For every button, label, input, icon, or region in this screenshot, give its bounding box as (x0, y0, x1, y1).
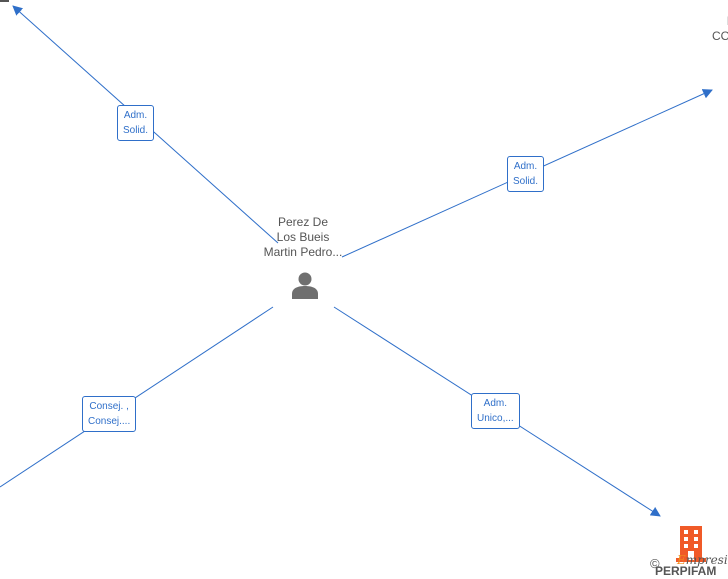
edge-label-line: Solid. (123, 125, 149, 136)
person-icon[interactable] (289, 269, 321, 301)
edge-label-line: Adm. (483, 398, 508, 409)
edge-line-bottom-left[interactable] (0, 306, 274, 488)
edge-label-line: Consej. , (89, 401, 129, 412)
center-node-name-line: Perez De (277, 215, 329, 229)
edge-label-line: Adm. (123, 110, 148, 121)
edge-label-line: Adm. (513, 161, 538, 172)
center-node-name-line: Los Bueis (276, 230, 330, 244)
brand-logo-initial: E (677, 553, 686, 567)
brand-logo-rest: mpresia (685, 553, 728, 567)
building-icon[interactable] (674, 524, 708, 564)
top-right-node-text[interactable]: CO (712, 29, 728, 43)
edge-label-line: Unico,... (477, 413, 514, 424)
center-node-name[interactable]: Perez De Los Bueis Martin Pedro... (248, 215, 358, 260)
top-left-node-stub (0, 0, 9, 2)
center-node-name-line: Martin Pedro... (263, 245, 343, 259)
edge-label-top-right[interactable]: Adm. Solid. (507, 156, 545, 192)
copyright-symbol: © (650, 556, 660, 571)
edge-label-line: Consej.... (88, 416, 131, 427)
brand-logo: Empresia (677, 553, 728, 567)
edge-label-line: Solid. (513, 176, 539, 187)
edge-label-top-left[interactable]: Adm. Solid. (117, 105, 155, 141)
edge-label-bottom-left[interactable]: Consej. , Consej.... (82, 396, 137, 432)
edge-label-bottom-right[interactable]: Adm. Unico,... (471, 393, 520, 429)
